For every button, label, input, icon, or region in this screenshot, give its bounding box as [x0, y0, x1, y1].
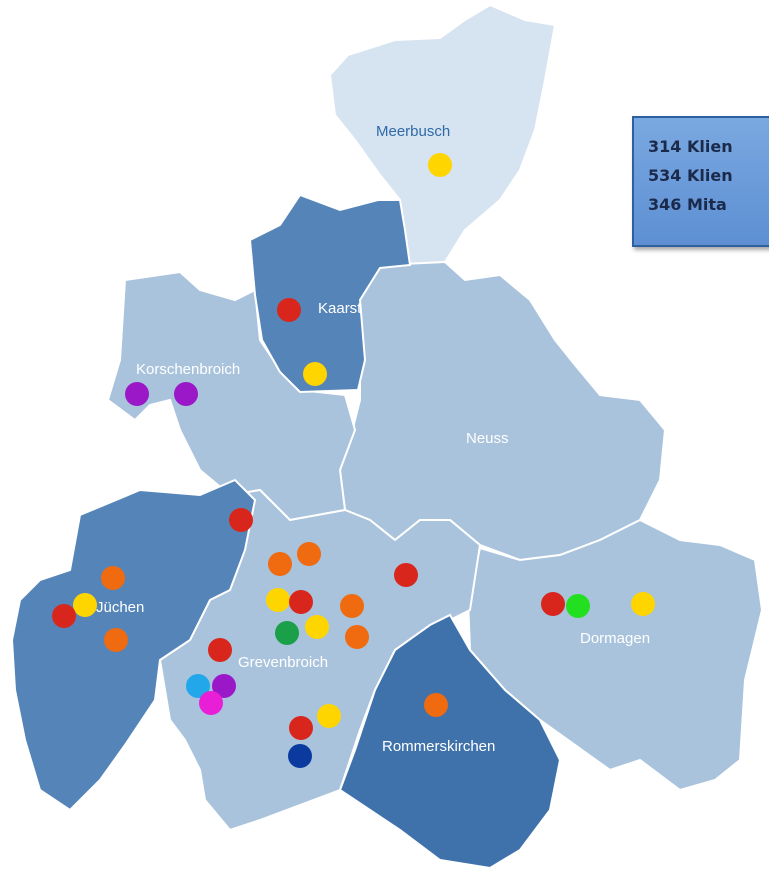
stat-line-3: 346 Mita	[648, 195, 727, 214]
label-dormagen: Dormagen	[580, 630, 650, 647]
region-kaarst	[248, 193, 412, 394]
marker-rommerskirchen-orange[interactable]	[424, 693, 448, 717]
label-rommerskirchen: Rommerskirchen	[382, 738, 495, 755]
label-grevenbroich: Grevenbroich	[238, 654, 328, 671]
marker-red-3[interactable]	[289, 590, 313, 614]
region-juechen	[10, 478, 257, 812]
marker-dormagen-yellow[interactable]	[631, 592, 655, 616]
location-markers	[52, 153, 655, 768]
marker-red-5[interactable]	[289, 716, 313, 740]
marker-yellow-1[interactable]	[266, 588, 290, 612]
marker-yellow-2[interactable]	[305, 615, 329, 639]
marker-cyan[interactable]	[186, 674, 210, 698]
marker-red-1[interactable]	[229, 508, 253, 532]
marker-dormagen-lime[interactable]	[566, 594, 590, 618]
marker-green-1[interactable]	[275, 621, 299, 645]
region-rommerskirchen	[338, 613, 562, 870]
marker-purple-3[interactable]	[212, 674, 236, 698]
stat-line-1: 314 Klien	[648, 137, 733, 156]
marker-magenta[interactable]	[199, 691, 223, 715]
marker-red-2[interactable]	[394, 563, 418, 587]
label-meerbusch: Meerbusch	[376, 123, 450, 140]
statistics-box: 314 Klien 534 Klien 346 Mita	[632, 116, 769, 247]
label-juechen: Jüchen	[96, 599, 144, 616]
stat-line-2: 534 Klien	[648, 166, 733, 185]
marker-orange-1[interactable]	[297, 542, 321, 566]
marker-korschenbroich-purple-2[interactable]	[174, 382, 198, 406]
marker-juechen-orange-2[interactable]	[104, 628, 128, 652]
marker-orange-4[interactable]	[345, 625, 369, 649]
marker-dormagen-red[interactable]	[541, 592, 565, 616]
region-meerbusch	[328, 3, 557, 267]
marker-meerbusch-yellow[interactable]	[428, 153, 452, 177]
marker-juechen-red[interactable]	[52, 604, 76, 628]
marker-navy[interactable]	[288, 744, 312, 768]
label-neuss: Neuss	[466, 430, 509, 447]
label-korschenbroich: Korschenbroich	[136, 361, 240, 378]
marker-kaarst-yellow[interactable]	[303, 362, 327, 386]
marker-yellow-3[interactable]	[317, 704, 341, 728]
label-kaarst: Kaarst	[318, 300, 362, 317]
marker-korschenbroich-purple-1[interactable]	[125, 382, 149, 406]
marker-juechen-yellow[interactable]	[73, 593, 97, 617]
marker-red-4[interactable]	[208, 638, 232, 662]
marker-orange-2[interactable]	[268, 552, 292, 576]
marker-juechen-orange-1[interactable]	[101, 566, 125, 590]
marker-kaarst-red[interactable]	[277, 298, 301, 322]
marker-orange-3[interactable]	[340, 594, 364, 618]
region-neuss	[338, 260, 667, 562]
